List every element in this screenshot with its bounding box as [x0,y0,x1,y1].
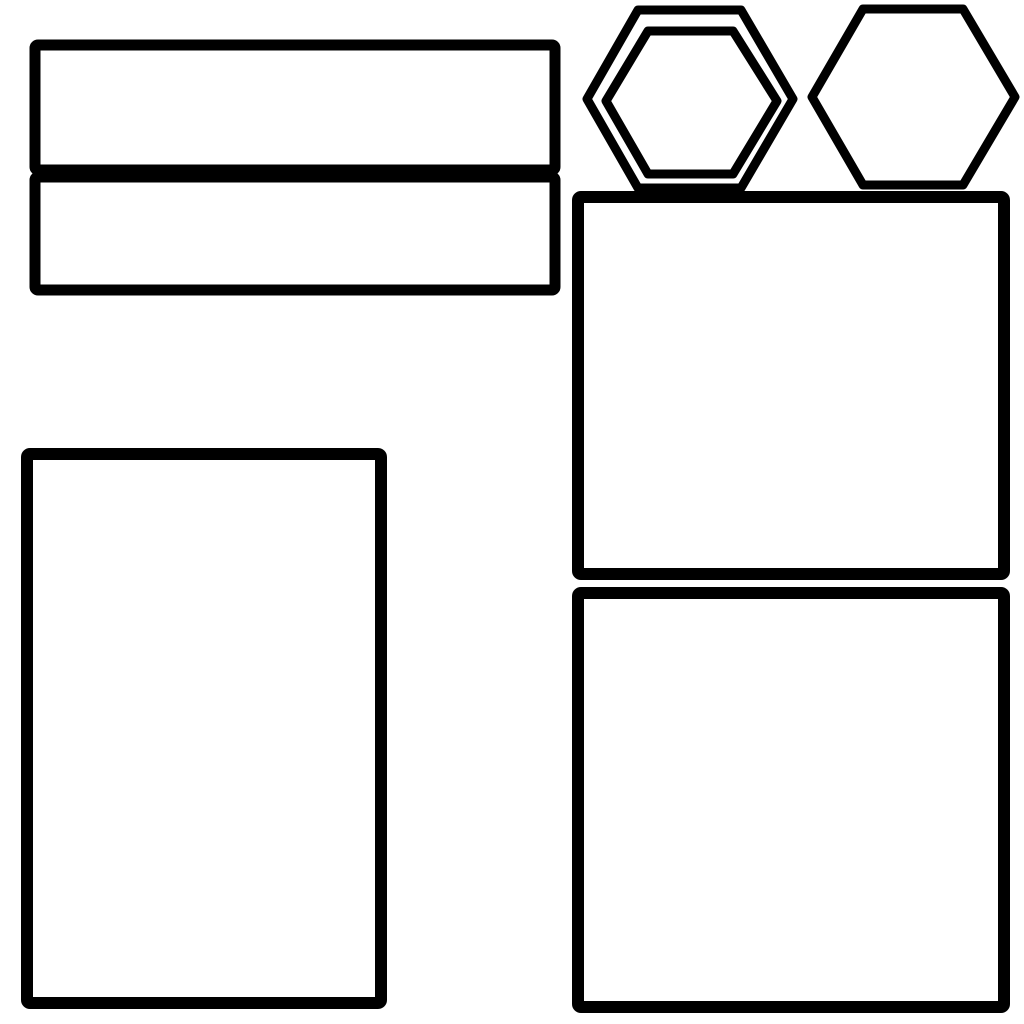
top-left-lower-bar [29,171,561,296]
bottom-left-tall-rectangle [21,448,387,1009]
right-upper-rectangle [572,191,1010,580]
top-left-upper-bar [29,39,561,176]
hexagon-right [807,4,1020,190]
right-lower-rectangle [572,587,1010,1013]
inner-hexagon-left [601,26,782,179]
